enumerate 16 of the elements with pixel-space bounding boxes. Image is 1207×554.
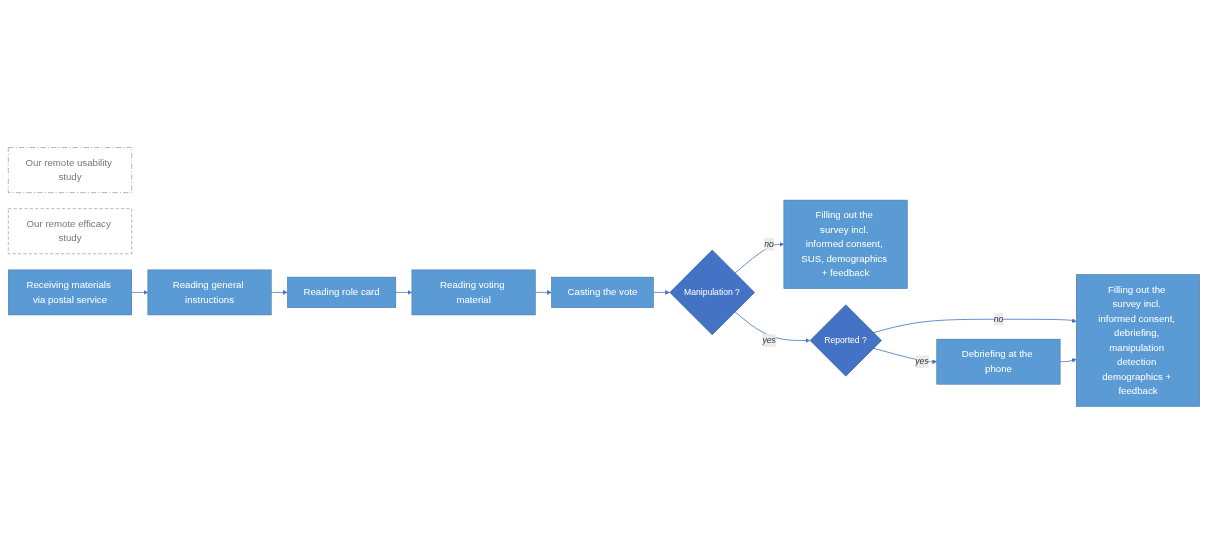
node-box: Reading voting material (411, 269, 536, 316)
node-diamond: Manipulation ? (669, 249, 755, 336)
node-box: Filling out the survey incl. informed consent, SUS, demographics + feedback (783, 199, 908, 289)
edge-label: yes (914, 356, 929, 366)
node-box: Reading role card (286, 276, 396, 308)
node-box: Our remote usability study (7, 147, 132, 193)
node-box: Receiving materials via postal service (7, 269, 132, 316)
node-box: Debriefing at the phone (935, 338, 1060, 385)
edge-label: no (993, 314, 1003, 324)
edge-label: yes (761, 335, 776, 345)
node-box: Casting the vote (550, 276, 654, 308)
node-box: Reading general instructions (147, 269, 272, 316)
node-diamond: Reported ? (809, 304, 882, 377)
edge-label: no (763, 239, 774, 249)
node-box: Our remote efficacy study (7, 208, 132, 255)
node-box: Filling out the survey incl. informed consent, debriefing, manipulation detection demographics + feedback (1075, 274, 1200, 407)
